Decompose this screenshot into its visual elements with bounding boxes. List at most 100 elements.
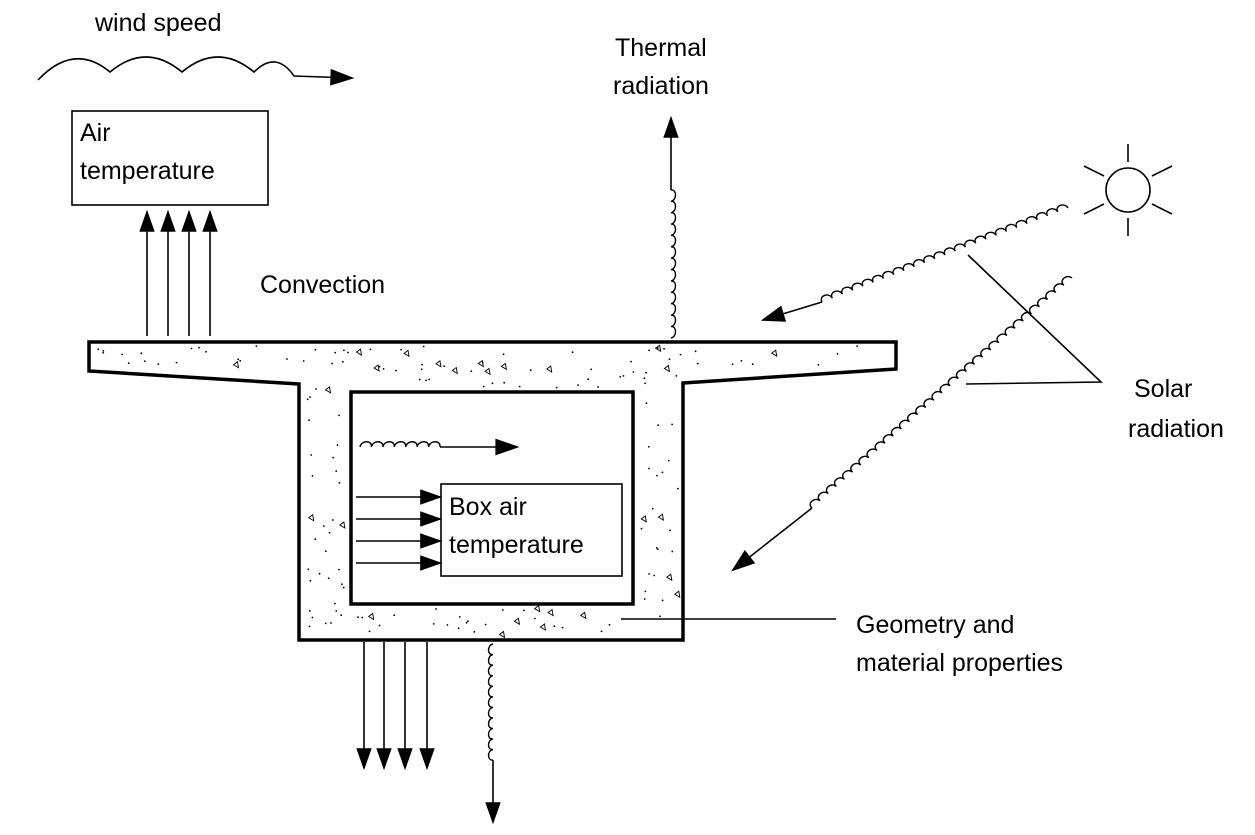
aggregate-dot bbox=[817, 364, 820, 366]
aggregate-dot bbox=[157, 363, 160, 365]
aggregate-dot bbox=[655, 547, 658, 549]
aggregate-dot bbox=[740, 359, 743, 362]
aggregate-mark bbox=[451, 366, 458, 375]
aggregate-dot bbox=[314, 538, 317, 541]
aggregate-dot bbox=[644, 382, 646, 385]
aggregate-dot bbox=[561, 626, 564, 629]
aggregate-dot bbox=[503, 381, 506, 384]
solar-radiation-leader bbox=[965, 254, 1103, 385]
aggregate-dot bbox=[648, 349, 650, 352]
aggregate-dot bbox=[856, 345, 858, 347]
aggregate-dot bbox=[102, 351, 105, 354]
aggregate-dot bbox=[608, 623, 611, 626]
aggregate-mark bbox=[663, 364, 671, 373]
aggregate-dot bbox=[361, 616, 364, 619]
aggregate-mark bbox=[770, 349, 778, 358]
thermal-radiation-label-line1: Thermal bbox=[615, 34, 707, 62]
aggregate-dot bbox=[302, 360, 305, 362]
aggregate-dot bbox=[435, 608, 437, 610]
aggregate-dot bbox=[330, 622, 332, 624]
aggregate-mark bbox=[339, 521, 346, 529]
box-girder-outline bbox=[87, 340, 898, 642]
aggregate-mark bbox=[547, 608, 554, 617]
aggregate-dot bbox=[751, 363, 754, 366]
aggregate-dot bbox=[632, 371, 635, 373]
convection-label: Convection bbox=[260, 271, 385, 299]
aggregate-mark bbox=[477, 359, 484, 368]
aggregate-dot bbox=[630, 360, 632, 363]
aggregate-dot bbox=[322, 525, 325, 527]
concrete-texture bbox=[97, 344, 858, 639]
aggregate-dot bbox=[671, 423, 673, 426]
aggregate-dot bbox=[334, 351, 337, 354]
aggregate-dot bbox=[675, 375, 678, 377]
aggregate-dot bbox=[239, 359, 242, 362]
aggregate-dot bbox=[327, 577, 330, 580]
aggregate-dot bbox=[644, 590, 647, 593]
aggregate-dot bbox=[523, 609, 525, 612]
aggregate-dot bbox=[308, 610, 311, 612]
aggregate-dot bbox=[198, 346, 200, 349]
aggregate-dot bbox=[669, 529, 671, 532]
aggregate-mark bbox=[355, 348, 363, 356]
aggregate-dot bbox=[457, 627, 460, 630]
aggregate-dot bbox=[311, 616, 314, 619]
aggregate-dot bbox=[677, 487, 679, 490]
aggregate-dot bbox=[314, 348, 317, 351]
aggregate-dot bbox=[553, 625, 556, 628]
aggregate-dot bbox=[343, 349, 345, 352]
aggregate-dot bbox=[470, 370, 473, 373]
aggregate-dot bbox=[651, 507, 654, 510]
aggregate-dot bbox=[661, 599, 664, 602]
aggregate-dot bbox=[640, 527, 643, 530]
box-girder-cell bbox=[349, 390, 635, 606]
aggregate-dot bbox=[597, 386, 599, 388]
aggregate-mark bbox=[513, 617, 521, 626]
aggregate-dot bbox=[645, 402, 648, 405]
aggregate-mark bbox=[484, 367, 491, 376]
aggregate-dot bbox=[446, 624, 449, 626]
aggregate-dot bbox=[393, 614, 396, 617]
aggregate-mark bbox=[539, 623, 547, 631]
aggregate-mark bbox=[579, 611, 587, 620]
aggregate-dot bbox=[341, 583, 343, 586]
aggregate-dot bbox=[648, 446, 650, 448]
box-air-temperature-label-line2: temperature bbox=[449, 531, 584, 559]
aggregate-dot bbox=[648, 573, 650, 575]
aggregate-dot bbox=[731, 363, 734, 365]
aggregate-dot bbox=[190, 347, 193, 350]
aggregate-dot bbox=[425, 379, 427, 382]
solar-radiation-label-line2: radiation bbox=[1128, 415, 1224, 443]
aggregate-dot bbox=[357, 616, 359, 619]
aggregate-dot bbox=[534, 617, 536, 620]
aggregate-dot bbox=[502, 353, 505, 356]
aggregate-dot bbox=[340, 614, 343, 617]
geometry-label-line2: material properties bbox=[856, 649, 1063, 677]
aggregate-mark bbox=[665, 573, 673, 582]
aggregate-mark bbox=[324, 386, 332, 394]
aggregate-mark bbox=[657, 513, 665, 522]
aggregate-dot bbox=[443, 365, 446, 368]
aggregate-dot bbox=[175, 361, 178, 364]
aggregate-mark bbox=[640, 515, 647, 523]
aggregate-dot bbox=[648, 467, 650, 470]
box-air-flow-coil bbox=[359, 441, 441, 448]
aggregate-dot bbox=[347, 351, 349, 354]
aggregate-dot bbox=[587, 378, 590, 381]
sun-icon bbox=[1083, 144, 1173, 236]
solar-radiation-coil-upper bbox=[820, 204, 1069, 303]
aggregate-dot bbox=[428, 378, 431, 381]
aggregate-dot bbox=[332, 519, 334, 521]
aggregate-dot bbox=[338, 481, 341, 484]
wind-wave bbox=[37, 56, 355, 86]
aggregate-dot bbox=[338, 414, 340, 417]
aggregate-dot bbox=[836, 353, 839, 355]
aggregate-dot bbox=[643, 377, 646, 380]
aggregate-dot bbox=[336, 444, 339, 447]
aggregate-dot bbox=[308, 625, 311, 628]
aggregate-dot bbox=[237, 358, 240, 361]
aggregate-dot bbox=[308, 419, 310, 422]
aggregate-dot bbox=[622, 375, 625, 377]
solar-radiation-arrow-lower bbox=[731, 507, 813, 572]
